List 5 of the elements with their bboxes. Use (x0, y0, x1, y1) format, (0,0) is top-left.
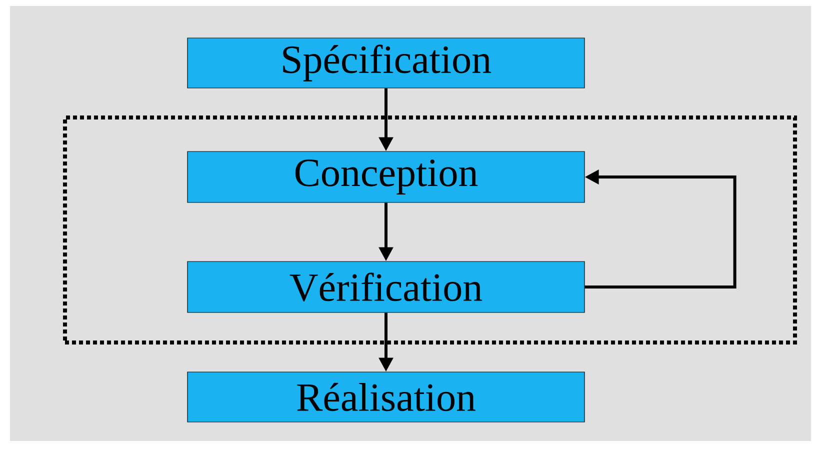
dashed-frame (63, 116, 797, 344)
process-box: Vérification (187, 261, 585, 313)
process-box: Réalisation (187, 372, 585, 422)
process-box: Conception (187, 151, 585, 203)
process-box: Spécification (187, 38, 585, 88)
